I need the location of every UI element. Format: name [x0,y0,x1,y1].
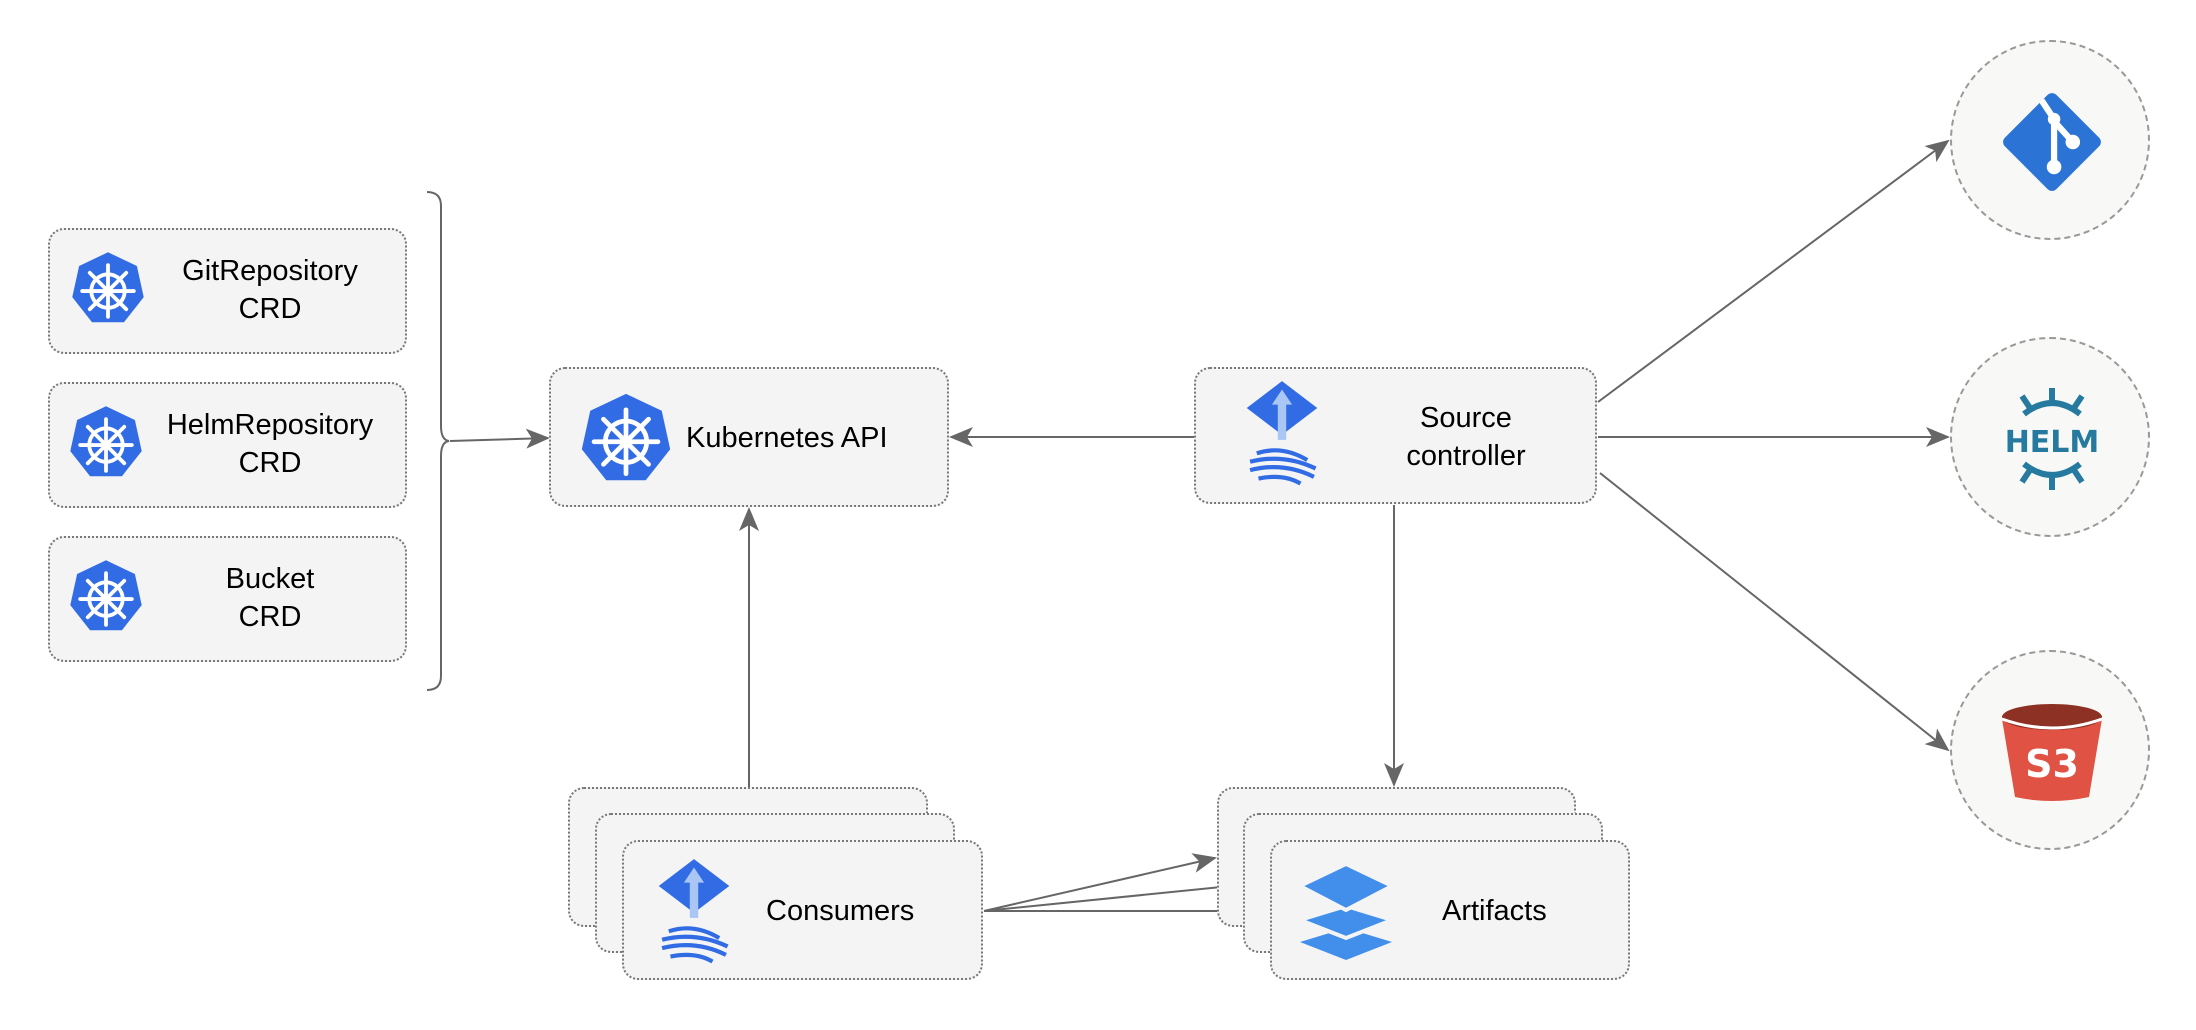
source-controller-node[interactable]: Source controller [1194,367,1597,504]
kubernetes-api-label: Kubernetes API [686,422,888,454]
crd-kind: CRD [238,601,302,633]
flux-icon [1240,379,1324,489]
kubernetes-icon [68,558,144,634]
kubernetes-icon [579,391,673,485]
consumers-node[interactable]: Consumers [622,840,983,980]
crd-name: Bucket [225,563,315,595]
helm-logo-text: HELM [2005,425,2100,460]
kubernetes-api-node[interactable]: Kubernetes API [549,367,949,507]
crd-name: GitRepository [182,255,358,287]
flux-icon [652,852,736,972]
layers-icon [1296,862,1396,960]
helm-logo: HELM [2005,388,2100,490]
s3-bucket-icon: S3 [2001,704,2103,801]
crd-kind: CRD [238,293,302,325]
arrow-crds-to-api [449,428,550,449]
consumers-label: Consumers [766,895,915,927]
artifacts-label: Artifacts [1442,895,1547,927]
artifacts-node[interactable]: Artifacts [1270,840,1630,980]
kubernetes-icon [70,250,146,326]
s3-logo-text: S3 [2025,742,2079,786]
arrow-controller-to-git [1597,139,1950,403]
crd-brace [426,191,450,691]
controller-label: controller [1406,440,1526,472]
crd-kind: CRD [238,447,302,479]
kubernetes-icon [68,404,144,480]
git-source[interactable] [1950,40,2150,240]
arrow-controller-to-s3 [1599,472,1950,752]
crd-name: HelmRepository [166,409,374,441]
arrow-consumers-to-artifact-1 [983,853,1217,912]
helm-source[interactable]: HELM [1950,337,2150,537]
arrow-consumers-to-artifact-2 [983,877,1243,912]
s3-source[interactable]: S3 [1950,650,2150,850]
source-label: Source [1420,402,1512,434]
git-icon [2003,93,2101,191]
